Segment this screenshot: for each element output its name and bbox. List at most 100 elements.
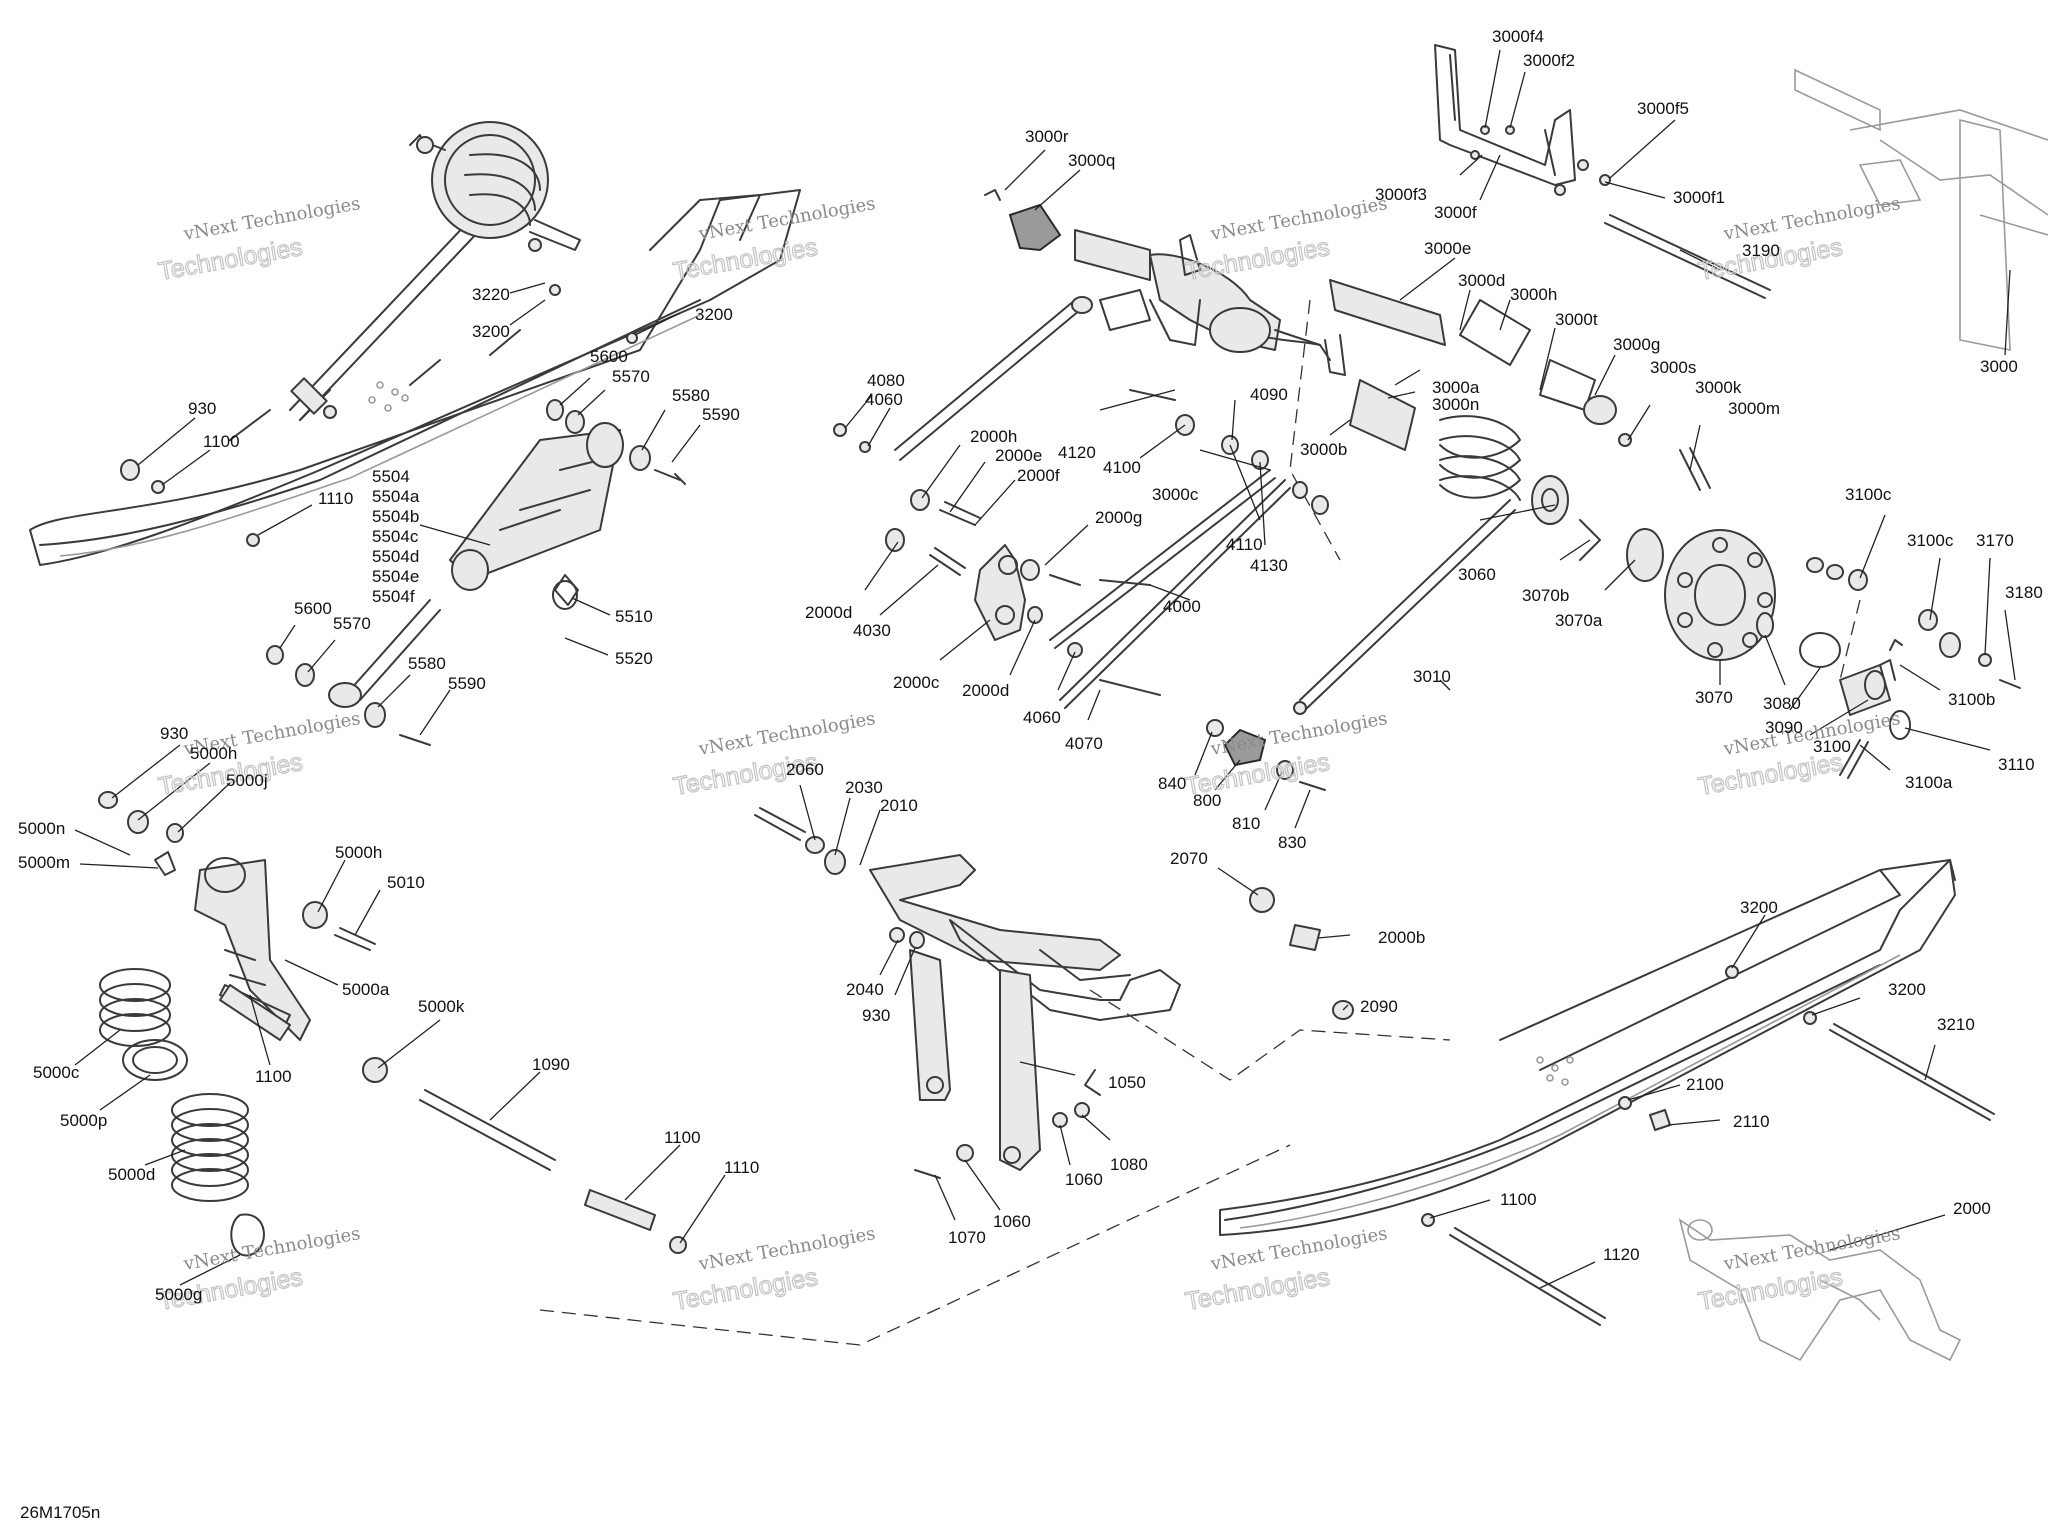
callout-label: 3000c [1152, 485, 1199, 504]
svg-text:Technologies: Technologies [156, 233, 305, 286]
callout-label: 3010 [1413, 667, 1451, 686]
callout-label: 4130 [1250, 556, 1288, 575]
callout-label: 5000c [33, 1063, 80, 1082]
callout-label: 5504f [372, 587, 415, 606]
callout-label: 2000g [1095, 508, 1142, 527]
callout-label: 5000a [342, 980, 390, 999]
svg-text:Technologies: Technologies [671, 233, 820, 286]
callout-label: 3070b [1522, 586, 1569, 605]
assembly-dashed-lines [539, 299, 1861, 1346]
callout-label: 3090 [1765, 718, 1803, 737]
callout-label: 3000t [1555, 310, 1598, 329]
callout-label: 5010 [387, 873, 425, 892]
callout-label: 3210 [1937, 1015, 1975, 1034]
callout-label: 1120 [1603, 1245, 1640, 1264]
rear-arm-outline-2000 [1678, 1218, 1962, 1362]
callout-label: 5000h [335, 843, 382, 862]
callout-label: 2040 [846, 980, 884, 999]
callout-label: 3000n [1432, 395, 1479, 414]
callout-label: 2000d [805, 603, 852, 622]
callout-label: 2070 [1170, 849, 1208, 868]
callout-label: 3100a [1905, 773, 1953, 792]
callout-label: 930 [862, 1006, 890, 1025]
callout-label: 3100c [1845, 485, 1892, 504]
callout-label: 4080 [867, 371, 905, 390]
callout-label: 5510 [615, 607, 653, 626]
front-arm-hardware [833, 389, 1329, 696]
idler-wheel-3070 [1531, 475, 1841, 668]
callout-label: 5504 [372, 467, 410, 486]
small-hardware-left-shock [120, 399, 686, 746]
callout-label: 3070 [1695, 688, 1733, 707]
callout-label: 3000s [1650, 358, 1696, 377]
callout-label: 4120 [1058, 443, 1096, 462]
callout-label: 5000h [190, 744, 237, 763]
callout-label: 3170 [1976, 531, 2014, 550]
callout-label: 2100 [1686, 1075, 1724, 1094]
callout-label: 3220 [472, 285, 510, 304]
callout-label: 2000b [1378, 928, 1425, 947]
callout-label: 3000f1 [1673, 188, 1725, 207]
callout-label: 2000h [970, 427, 1017, 446]
left-spring-rod-assembly [289, 121, 638, 421]
callout-label: 930 [160, 724, 188, 743]
callout-label: 3100 [1813, 737, 1851, 756]
callout-label: 3060 [1458, 565, 1496, 584]
callout-label: 1090 [532, 1055, 570, 1074]
callout-label: 830 [1278, 833, 1306, 852]
torsion-spring-3010 [1293, 415, 1521, 715]
callout-label: 4090 [1250, 385, 1288, 404]
callout-label: 5570 [333, 614, 371, 633]
tubes-3000e-3000b [1329, 279, 1711, 491]
callout-label: 1060 [993, 1212, 1031, 1231]
callout-label: 5000j [226, 771, 268, 790]
callout-label: 2090 [1360, 997, 1398, 1016]
callout-label: 5000m [18, 853, 70, 872]
right-lower-rail [1219, 859, 1956, 1236]
callout-label: 3000f4 [1492, 27, 1544, 46]
callout-label: 930 [188, 399, 216, 418]
callout-label: 840 [1158, 774, 1186, 793]
axle-hardware-3100 [1806, 557, 2021, 779]
diagram-reference-code: 26M1705n [20, 1503, 100, 1522]
callout-label: 1100 [203, 432, 240, 451]
callout-label: 5000g [155, 1285, 202, 1304]
callout-label: 3200 [1888, 980, 1926, 999]
callout-labels: 3220 3200 3200 930 1100 1110 5600 5570 5… [18, 27, 2043, 1304]
callout-label: 3000 [1980, 357, 2018, 376]
callout-label: 3000e [1424, 239, 1471, 258]
rocker-arm-2000c [974, 544, 1040, 641]
callout-label: 3080 [1763, 694, 1801, 713]
callout-label: 2110 [1733, 1112, 1770, 1131]
callout-label: 2000 [1953, 1199, 1991, 1218]
callout-label: 3100b [1948, 690, 1995, 709]
callout-label: 3200 [1740, 898, 1778, 917]
callout-label: 810 [1232, 814, 1260, 833]
leader-lines [74, 49, 2016, 1289]
shock-absorber-5504 [328, 422, 624, 708]
callout-label: 5504e [372, 567, 419, 586]
callout-label: 3000b [1300, 440, 1347, 459]
callout-label: 3190 [1742, 241, 1780, 260]
callout-label: 3000a [1432, 378, 1480, 397]
callout-label: 4030 [853, 621, 891, 640]
callout-label: 4060 [865, 390, 903, 409]
callout-label: 3200 [695, 305, 733, 324]
callout-label: 3000h [1510, 285, 1557, 304]
callout-label: 5504b [372, 507, 419, 526]
callout-label: 800 [1193, 791, 1221, 810]
callout-label: 3100c [1907, 531, 1954, 550]
shaft-3000 [1794, 68, 2048, 351]
rear-arm-2000 [754, 807, 1181, 1171]
callout-label: 3000f [1434, 203, 1477, 222]
rear-shock-5000 [98, 791, 376, 1041]
callout-label: 2010 [880, 796, 918, 815]
callout-label: 3200 [472, 322, 510, 341]
callout-label: 3000f3 [1375, 185, 1427, 204]
callout-label: 5600 [294, 599, 332, 618]
callout-label: 3000k [1695, 378, 1742, 397]
callout-label: 5580 [672, 386, 710, 405]
callout-label: 5504c [372, 527, 419, 546]
callout-label: 3000f2 [1523, 51, 1575, 70]
